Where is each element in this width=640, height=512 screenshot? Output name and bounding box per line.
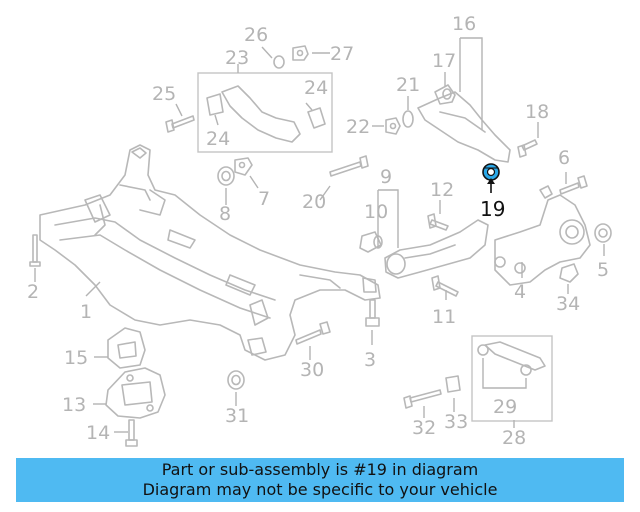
- callout-label-2: 2: [27, 281, 39, 303]
- callout-label-20: 20: [302, 191, 326, 213]
- leader-lines: [34, 37, 605, 433]
- nut-part-22: [385, 117, 401, 135]
- bushing-part-31: [227, 370, 245, 390]
- callout-label-12: 12: [430, 179, 454, 201]
- bracket-part-7: [234, 157, 253, 176]
- bolt-part-14: [125, 419, 138, 447]
- info-banner: Part or sub-assembly is #19 in diagram D…: [16, 458, 624, 502]
- bolt-part-32: [403, 389, 442, 409]
- highlighted-bushing-part-19: [482, 163, 500, 181]
- washer-part-21: [402, 110, 414, 128]
- bolt-part-20: [329, 155, 369, 177]
- callout-label-32: 32: [412, 417, 436, 439]
- callout-label-18: 18: [525, 101, 549, 123]
- link-kit-box-28: [471, 335, 553, 422]
- callout-label-7: 7: [258, 188, 270, 210]
- callout-label-3: 3: [364, 349, 376, 371]
- bushing-part-17: [434, 84, 456, 105]
- callout-label-22: 22: [346, 116, 370, 138]
- callout-label-26: 26: [244, 24, 268, 46]
- mount-part-13: [105, 367, 166, 419]
- callout-label-24a: 24: [206, 128, 230, 150]
- callout-label-10: 10: [364, 201, 388, 223]
- washer-part-26: [273, 55, 285, 69]
- callout-label-9: 9: [380, 166, 392, 188]
- callout-label-21: 21: [396, 74, 420, 96]
- callout-label-19-highlighted: 19: [480, 197, 505, 221]
- callout-label-25: 25: [152, 83, 176, 105]
- bushing-part-5: [594, 223, 612, 243]
- bolt-part-3: [365, 299, 380, 327]
- callout-label-23: 23: [225, 47, 249, 69]
- callout-label-11: 11: [432, 306, 456, 328]
- nut-part-27: [292, 45, 309, 61]
- control-arm-part-9: [384, 219, 489, 279]
- callout-label-29: 29: [493, 396, 517, 418]
- bolt-part-11: [431, 275, 459, 297]
- callout-label-33: 33: [444, 411, 468, 433]
- plate-part-33: [445, 375, 461, 393]
- cap-part-34: [559, 263, 579, 283]
- callout-label-16: 16: [452, 13, 476, 35]
- callout-label-15: 15: [64, 347, 88, 369]
- banner-line-part-number: Part or sub-assembly is #19 in diagram: [161, 460, 479, 479]
- callout-label-14: 14: [86, 422, 110, 444]
- knuckle-part-4: [494, 185, 591, 286]
- upper-link-part-16: [417, 91, 511, 163]
- subframe-part: [39, 144, 381, 361]
- callout-label-8: 8: [219, 203, 231, 225]
- callout-label-27: 27: [330, 43, 354, 65]
- callout-label-28: 28: [502, 427, 526, 449]
- callout-label-5: 5: [597, 259, 609, 281]
- link-kit-box-23: [197, 72, 333, 153]
- banner-line-disclaimer: Diagram may not be specific to your vehi…: [142, 480, 498, 499]
- callout-label-34: 34: [556, 293, 580, 315]
- bolt-part-25: [165, 115, 195, 133]
- bolt-part-12: [427, 213, 449, 231]
- bolt-part-6: [559, 175, 588, 195]
- bolt-part-18: [517, 139, 538, 158]
- callout-label-31: 31: [225, 405, 249, 427]
- callout-label-30: 30: [300, 359, 324, 381]
- callout-label-1: 1: [80, 301, 92, 323]
- bolt-part-2: [29, 234, 41, 267]
- callout-label-24b: 24: [304, 77, 328, 99]
- callout-label-4: 4: [514, 281, 526, 303]
- callout-label-6: 6: [558, 147, 570, 169]
- bolt-part-30: [295, 321, 331, 345]
- callout-label-17: 17: [432, 50, 456, 72]
- bushing-part-8: [217, 166, 235, 186]
- callout-label-13: 13: [62, 394, 86, 416]
- mount-part-15: [107, 327, 146, 369]
